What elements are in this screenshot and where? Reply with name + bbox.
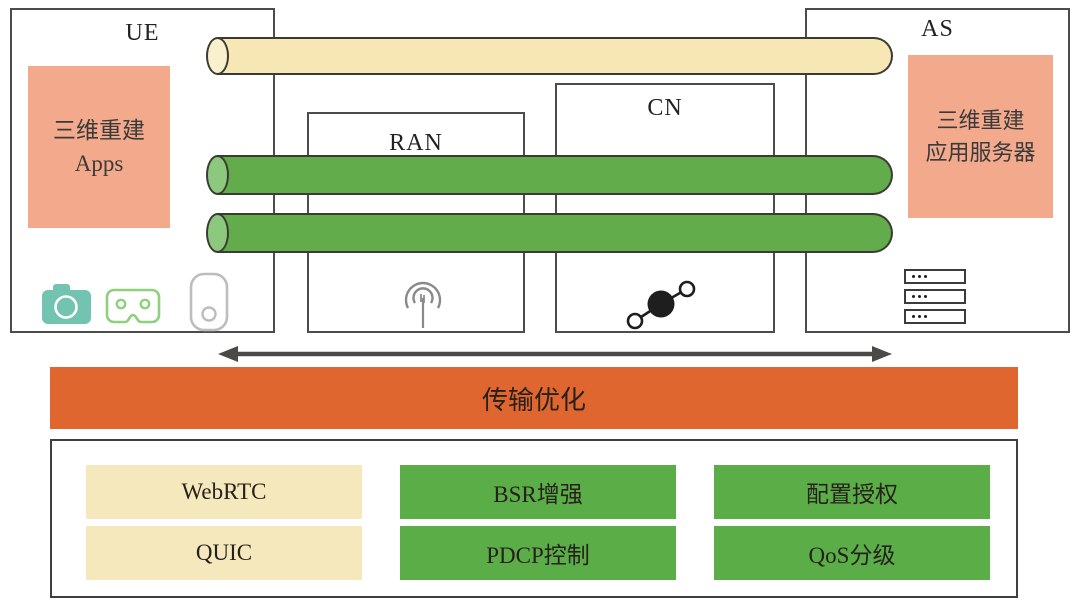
- tool-config-grant-label: 配置授权: [806, 482, 898, 507]
- tool-webrtc: WebRTC: [86, 465, 362, 519]
- ue-app-line2: Apps: [74, 151, 124, 176]
- span-arrow-icon: [205, 344, 905, 364]
- data-pipe-2-cap: [206, 213, 229, 253]
- server-row: [904, 309, 966, 324]
- data-pipe-2: [217, 213, 893, 253]
- ue-label: UE: [125, 20, 160, 46]
- as-label: AS: [921, 16, 954, 42]
- tool-quic: QUIC: [86, 526, 362, 580]
- data-pipe-1: [217, 155, 893, 195]
- vr-headset-icon: [105, 287, 161, 329]
- cn-label: CN: [647, 95, 683, 121]
- transport-optimization-label: 传输优化: [481, 385, 586, 415]
- tool-qos-label: QoS分级: [808, 543, 896, 568]
- server-stack-icon: [904, 269, 966, 329]
- as-app-line1: 三维重建: [936, 107, 1025, 133]
- ue-app-line1: 三维重建: [53, 117, 145, 143]
- server-row: [904, 269, 966, 284]
- tool-bsr: BSR增强: [400, 465, 676, 519]
- tool-pdcp-label: PDCP控制: [486, 543, 590, 568]
- tool-webrtc-label: WebRTC: [181, 479, 267, 504]
- tool-bsr-label: BSR增强: [493, 482, 583, 507]
- tool-quic-label: QUIC: [195, 540, 253, 565]
- transport-optimization-bar: 传输优化: [50, 367, 1018, 429]
- network-node-icon: [613, 276, 709, 332]
- antenna-icon: [394, 270, 452, 330]
- tool-pdcp: PDCP控制: [400, 526, 676, 580]
- tool-qos: QoS分级: [714, 526, 990, 580]
- as-app-line2: 应用服务器: [925, 139, 1036, 165]
- smartphone-icon: [184, 272, 234, 332]
- toolbox-container: WebRTC BSR增强 配置授权 QUIC PDCP控制 QoS分级: [50, 439, 1018, 598]
- ran-label: RAN: [389, 130, 443, 156]
- top-signaling-pipe: [217, 37, 893, 75]
- ue-app-box: 三维重建 Apps: [28, 66, 170, 228]
- top-signaling-pipe-cap: [206, 37, 229, 75]
- camera-icon: [40, 281, 93, 329]
- data-pipe-1-cap: [206, 155, 229, 195]
- tool-config-grant: 配置授权: [714, 465, 990, 519]
- as-app-box: 三维重建 应用服务器: [908, 55, 1053, 218]
- server-row: [904, 289, 966, 304]
